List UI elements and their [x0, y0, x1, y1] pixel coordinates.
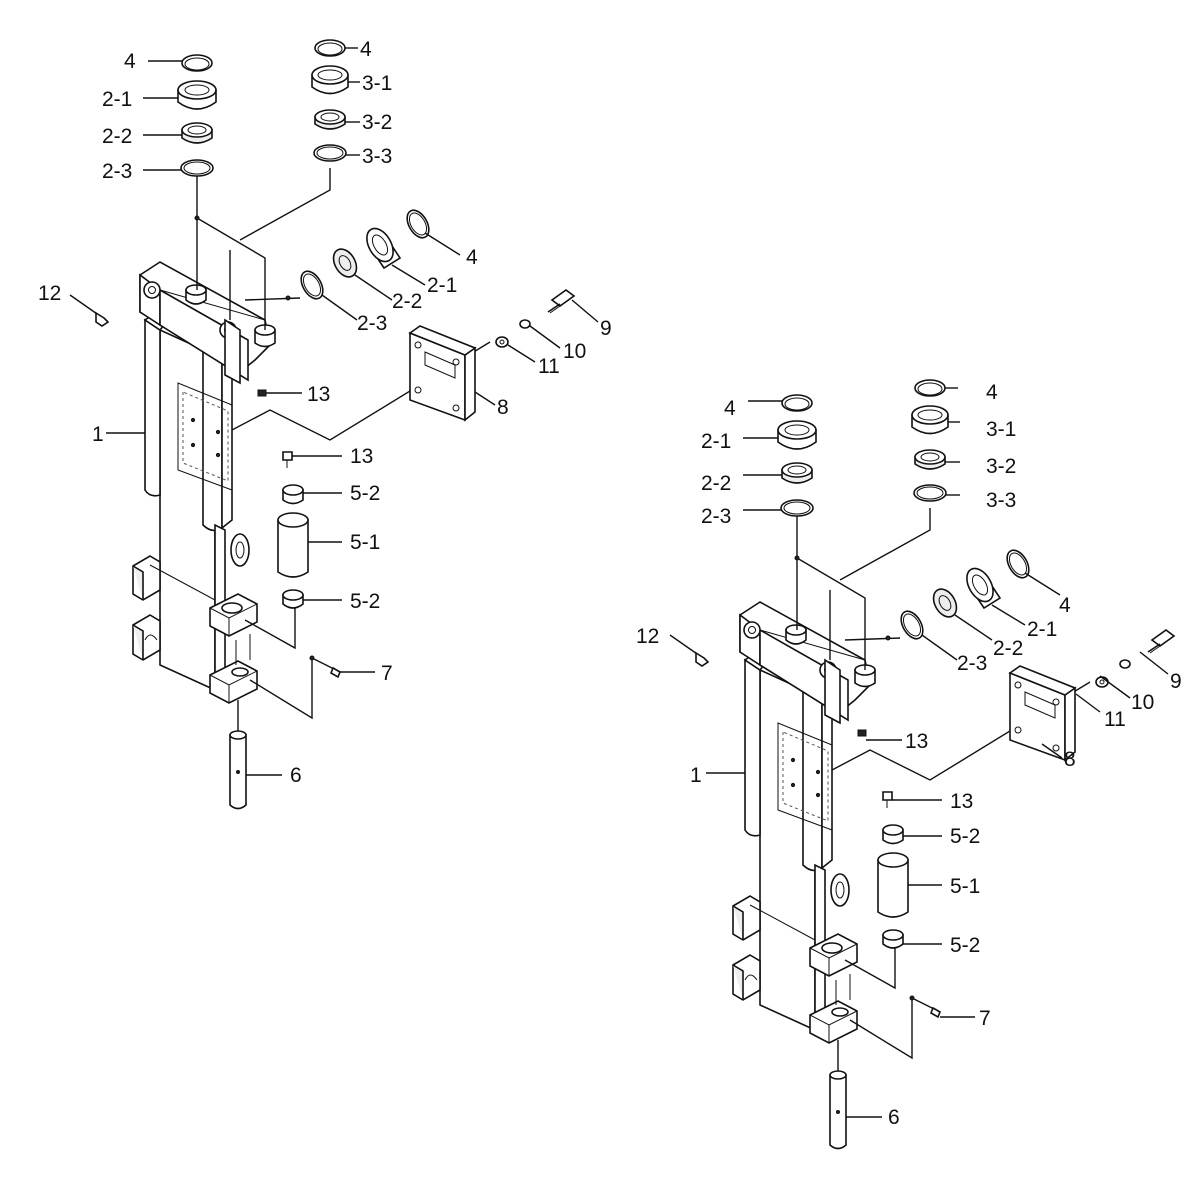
left-label-13-top: 13	[307, 383, 330, 406]
right-label-9: 9	[1170, 670, 1182, 693]
left-label-3-3: 3-3	[362, 145, 392, 168]
right-label-2-3: 2-3	[701, 505, 731, 528]
right-label-3-1: 3-1	[986, 418, 1016, 441]
right-label-2-1: 2-1	[701, 430, 731, 453]
left-label-12: 12	[38, 282, 61, 305]
right-callout-lines	[706, 387, 1169, 1118]
left-assembly: 4 2-1 2-2 2-3 4 3-1 3-2 3-3 4 2-1 2-2 2-…	[38, 38, 612, 810]
right-label-5-2-bottom: 5-2	[950, 934, 980, 957]
left-label-11: 11	[538, 355, 560, 378]
left-label-10: 10	[563, 340, 586, 363]
left-label-2-2: 2-2	[102, 125, 132, 148]
left-label-5-2-top: 5-2	[350, 482, 380, 505]
right-label-3-2: 3-2	[986, 455, 1016, 478]
right-label-3-3: 3-3	[986, 489, 1016, 512]
left-label-2-1-side: 2-1	[427, 274, 457, 297]
left-label-2-2-side: 2-2	[392, 290, 422, 313]
right-label-13-top: 13	[905, 730, 928, 753]
left-label-5-1: 5-1	[350, 531, 380, 554]
right-labels: 4 2-1 2-2 2-3 4 3-1 3-2 3-3 4 2-1 2-2 2-…	[636, 381, 1182, 1129]
right-label-10: 10	[1131, 691, 1154, 714]
left-label-1: 1	[92, 423, 104, 446]
left-label-2-3: 2-3	[102, 160, 132, 183]
right-label-2-2-side: 2-2	[993, 637, 1023, 660]
left-label-2-3-side: 2-3	[357, 312, 387, 335]
left-label-4-top: 4	[124, 50, 136, 73]
left-label-7: 7	[381, 662, 393, 685]
right-label-5-1: 5-1	[950, 875, 980, 898]
left-label-13: 13	[350, 445, 373, 468]
left-callout-lines	[106, 47, 599, 776]
left-labels: 4 2-1 2-2 2-3 4 3-1 3-2 3-3 4 2-1 2-2 2-…	[38, 38, 612, 787]
right-assembly: 4 2-1 2-2 2-3 4 3-1 3-2 3-3 4 2-1 2-2 2-…	[636, 379, 1182, 1150]
right-label-2-3-side: 2-3	[957, 652, 987, 675]
left-label-6: 6	[290, 764, 302, 787]
right-label-4-side: 4	[1059, 594, 1071, 617]
right-label-2-1-side: 2-1	[1027, 618, 1057, 641]
left-label-4-right: 4	[360, 38, 372, 61]
right-label-5-2-top: 5-2	[950, 825, 980, 848]
left-label-8: 8	[497, 396, 509, 419]
left-label-2-1: 2-1	[102, 88, 132, 111]
left-label-3-1: 3-1	[362, 72, 392, 95]
right-label-11: 11	[1104, 708, 1126, 731]
right-label-4-top: 4	[724, 397, 736, 420]
right-label-6: 6	[888, 1106, 900, 1129]
left-label-3-2: 3-2	[362, 111, 392, 134]
right-label-8: 8	[1064, 748, 1076, 771]
right-label-13: 13	[950, 790, 973, 813]
left-label-5-2-bottom: 5-2	[350, 590, 380, 613]
right-label-12: 12	[636, 625, 659, 648]
right-label-2-2: 2-2	[701, 472, 731, 495]
left-label-9: 9	[600, 317, 612, 340]
right-label-1: 1	[690, 764, 702, 787]
left-label-4-side: 4	[466, 246, 478, 269]
right-label-4-right: 4	[986, 381, 998, 404]
right-label-7: 7	[979, 1007, 991, 1030]
